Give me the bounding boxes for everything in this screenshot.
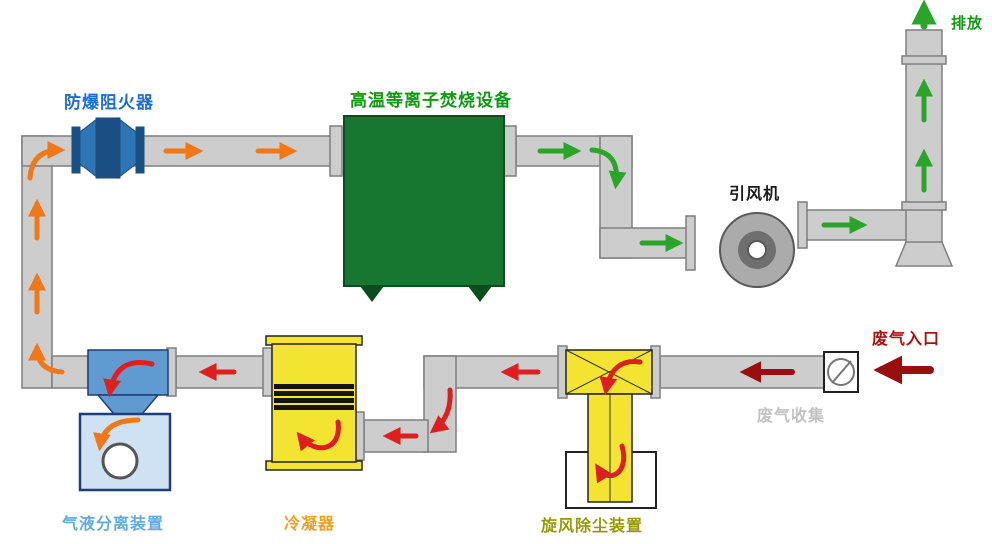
separator-entry-arrow bbox=[103, 360, 155, 398]
label-induced-draft-fan: 引风机 bbox=[729, 186, 781, 203]
label-plasma-incinerator: 高温等离子焚烧设备 bbox=[350, 91, 512, 110]
label-waste-gas-collection: 废气收集 bbox=[757, 408, 826, 425]
separator-drain-port bbox=[101, 442, 139, 480]
label-flame-arrester: 防爆阻火器 bbox=[64, 93, 154, 112]
damper-blade bbox=[831, 360, 852, 384]
label-condenser: 冷凝器 bbox=[284, 516, 336, 533]
arrester-left-cone bbox=[79, 116, 99, 180]
pipe-flanges bbox=[166, 55, 947, 461]
stack-lower-flange bbox=[901, 201, 947, 211]
plasma-right-flange bbox=[503, 125, 517, 177]
stack-upper-flange bbox=[901, 55, 947, 65]
condenser bbox=[265, 335, 363, 471]
stack-base bbox=[894, 241, 954, 267]
condenser-outlet-flange bbox=[262, 347, 273, 397]
label-cyclone-dust-collector: 旋风除尘装置 bbox=[541, 518, 644, 535]
plasma-left-foot bbox=[360, 286, 384, 302]
tank-swirl-arrow bbox=[93, 417, 141, 452]
label-emission: 排放 bbox=[951, 15, 984, 32]
clean-gas-elbow-arrow bbox=[589, 147, 627, 190]
separator-top-box bbox=[87, 349, 169, 396]
cyclone-dust-collector bbox=[565, 349, 657, 509]
label-waste-gas-inlet: 废气入口 bbox=[872, 331, 941, 348]
flame-arrester bbox=[71, 116, 145, 180]
fan-outlet-flange bbox=[797, 201, 808, 249]
plasma-incinerator bbox=[343, 115, 505, 302]
jog-turn-arrow bbox=[429, 387, 453, 434]
plasma-body bbox=[343, 115, 505, 287]
top-elbow-arrow bbox=[27, 141, 66, 181]
plasma-left-flange bbox=[329, 125, 343, 177]
riser-turn-arrow bbox=[28, 342, 65, 375]
fan-inlet-flange bbox=[685, 215, 696, 271]
cyclone-cross-line bbox=[565, 349, 653, 395]
separator-funnel bbox=[96, 394, 160, 415]
gas-liquid-separator bbox=[78, 349, 172, 492]
arrester-right-flange bbox=[135, 126, 145, 174]
inlet-damper bbox=[823, 351, 859, 393]
cyclone-swirl-arrow bbox=[595, 443, 627, 484]
cyclone-entry-arrow bbox=[599, 359, 643, 396]
plasma-right-foot bbox=[468, 286, 492, 302]
condenser-turn-arrow bbox=[296, 419, 341, 452]
flow-arrows bbox=[27, 0, 937, 484]
arrester-right-cone bbox=[117, 116, 137, 180]
fan-shaft bbox=[747, 240, 767, 260]
induced-draft-fan bbox=[719, 212, 795, 288]
arrester-left-flange bbox=[71, 126, 81, 174]
arrester-core bbox=[95, 117, 121, 179]
label-gas-liquid-separator: 气液分离装置 bbox=[62, 516, 165, 533]
